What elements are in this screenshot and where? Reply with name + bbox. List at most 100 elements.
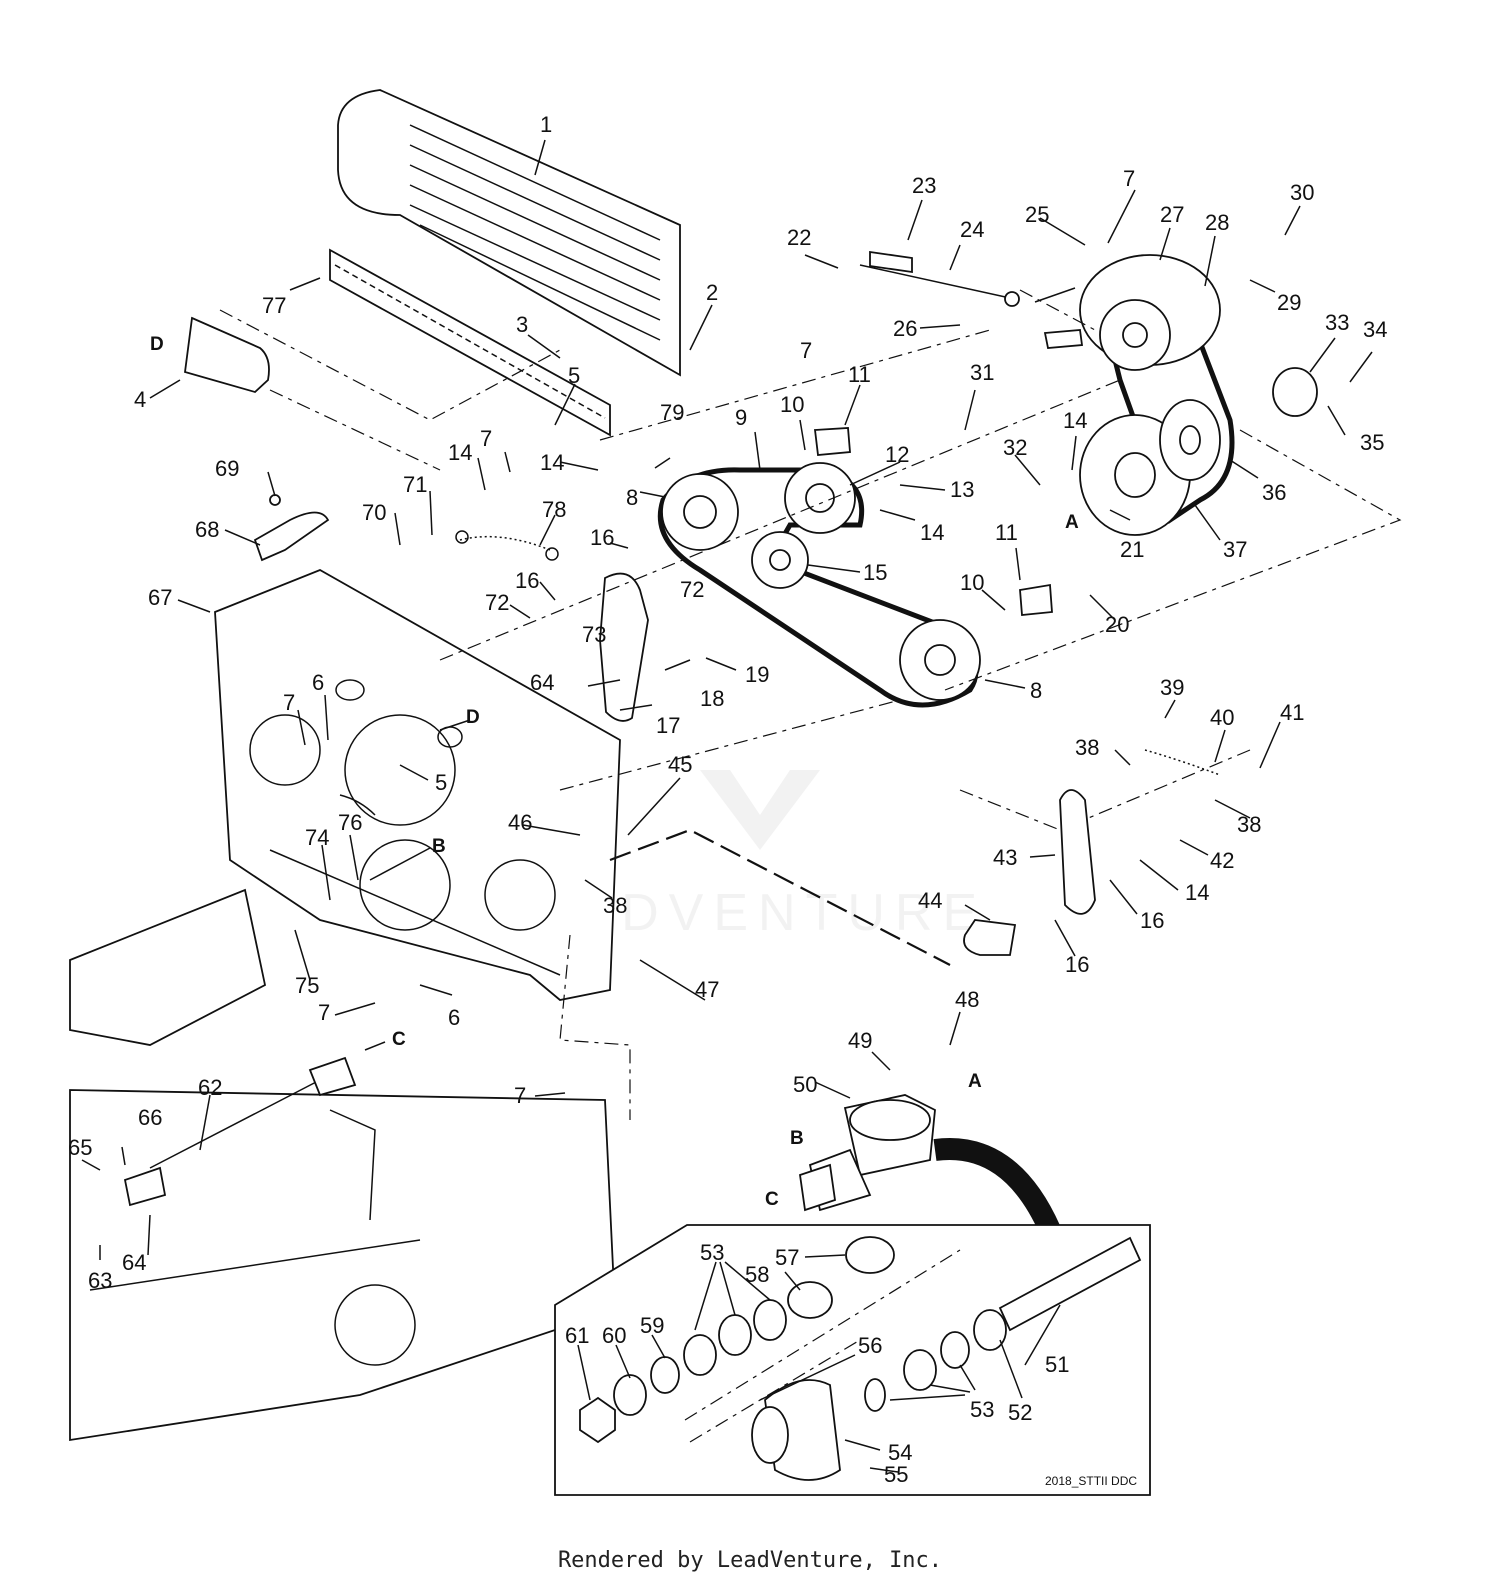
label-7: 7 — [800, 338, 812, 363]
label-66: 66 — [138, 1105, 162, 1130]
label-16: 16 — [1065, 952, 1089, 977]
label-69: 69 — [215, 456, 239, 481]
label-53: 53 — [970, 1397, 994, 1422]
dash-line — [944, 429, 1402, 691]
hinge-strip — [329, 248, 611, 437]
label-13: 13 — [950, 477, 974, 502]
label-42: 42 — [1210, 848, 1234, 873]
label-54: 54 — [888, 1440, 912, 1465]
bracket-d — [184, 316, 270, 394]
label-28: 28 — [1205, 210, 1229, 235]
label-75: 75 — [295, 973, 319, 998]
ref-d: D — [150, 334, 164, 355]
label-16: 16 — [1140, 908, 1164, 933]
label-41: 41 — [1280, 700, 1304, 725]
label-78: 78 — [542, 497, 566, 522]
clutch-assembly — [1043, 254, 1318, 536]
label-65: 65 — [68, 1135, 92, 1160]
ref-a: A — [968, 1071, 982, 1092]
ref-d: D — [466, 707, 480, 728]
label-30: 30 — [1290, 180, 1314, 205]
label-64: 64 — [122, 1250, 146, 1275]
label-17: 17 — [656, 713, 680, 738]
label-48: 48 — [955, 987, 979, 1012]
label-53: 53 — [700, 1240, 724, 1265]
label-61: 61 — [565, 1323, 589, 1348]
label-55: 55 — [884, 1462, 908, 1487]
spindle-assembly — [799, 1094, 1061, 1235]
dash-line — [1019, 289, 1096, 331]
label-8: 8 — [1030, 678, 1042, 703]
ref-b: B — [432, 836, 446, 857]
label-60: 60 — [602, 1323, 626, 1348]
label-12: 12 — [885, 442, 909, 467]
label-14: 14 — [1185, 880, 1209, 905]
part-labels: 1 2 3 4 5 5 6 6 7 7 7 7 7 7 8 8 9 10 10 … — [68, 112, 1387, 1487]
label-25: 25 — [1025, 202, 1049, 227]
drawing-code: 2018_STTII DDC — [1045, 1474, 1137, 1488]
label-64: 64 — [530, 670, 554, 695]
label-40: 40 — [1210, 705, 1234, 730]
label-14: 14 — [448, 440, 472, 465]
label-72: 72 — [680, 577, 704, 602]
drive-shaft-62 — [123, 1056, 357, 1207]
label-57: 57 — [775, 1245, 799, 1270]
label-24: 24 — [960, 217, 984, 242]
label-27: 27 — [1160, 202, 1184, 227]
label-3: 3 — [516, 312, 528, 337]
label-10: 10 — [780, 392, 804, 417]
label-38: 38 — [603, 893, 627, 918]
label-16: 16 — [515, 568, 539, 593]
idler-arm-17 — [599, 572, 649, 722]
pulley-system — [657, 427, 1053, 708]
footer-credit: Rendered by LeadVenture, Inc. — [557, 1548, 943, 1573]
label-47: 47 — [695, 977, 719, 1002]
label-35: 35 — [1360, 430, 1384, 455]
label-18: 18 — [700, 686, 724, 711]
label-73: 73 — [582, 622, 606, 647]
label-77: 77 — [262, 293, 286, 318]
ref-a: A — [1065, 512, 1079, 533]
spring-78 — [455, 530, 559, 561]
label-45: 45 — [668, 752, 692, 777]
label-8: 8 — [626, 485, 638, 510]
label-19: 19 — [745, 662, 769, 687]
dash-line — [439, 379, 1121, 661]
label-7: 7 — [514, 1083, 526, 1108]
label-56: 56 — [858, 1333, 882, 1358]
label-7: 7 — [480, 426, 492, 451]
label-46: 46 — [508, 810, 532, 835]
reference-labels: A A B B C C D D — [150, 334, 1079, 1210]
label-51: 51 — [1045, 1352, 1069, 1377]
label-14: 14 — [920, 520, 944, 545]
spindle-exploded-box: 2018_STTII DDC — [554, 1224, 1151, 1496]
dash-line-long — [609, 828, 951, 966]
label-36: 36 — [1262, 480, 1286, 505]
label-37: 37 — [1223, 537, 1247, 562]
label-70: 70 — [362, 500, 386, 525]
label-7: 7 — [1123, 166, 1135, 191]
dash-line — [559, 934, 631, 1120]
label-15: 15 — [863, 560, 887, 585]
frame — [69, 888, 616, 1442]
label-52: 52 — [1008, 1400, 1032, 1425]
leader-lines — [81, 139, 1373, 1473]
label-11: 11 — [848, 362, 871, 387]
label-68: 68 — [195, 517, 219, 542]
label-10: 10 — [960, 570, 984, 595]
label-14: 14 — [540, 450, 564, 475]
ref-c: C — [392, 1029, 406, 1050]
label-74: 74 — [305, 825, 329, 850]
label-4: 4 — [134, 387, 146, 412]
label-38: 38 — [1237, 812, 1261, 837]
label-72: 72 — [485, 590, 509, 615]
label-2: 2 — [706, 280, 718, 305]
label-29: 29 — [1277, 290, 1301, 315]
ref-b: B — [790, 1128, 804, 1149]
label-43: 43 — [993, 845, 1017, 870]
ref-c: C — [765, 1189, 779, 1210]
label-34: 34 — [1363, 317, 1387, 342]
dash-line — [559, 699, 901, 791]
label-22: 22 — [787, 225, 811, 250]
label-62: 62 — [198, 1075, 222, 1100]
